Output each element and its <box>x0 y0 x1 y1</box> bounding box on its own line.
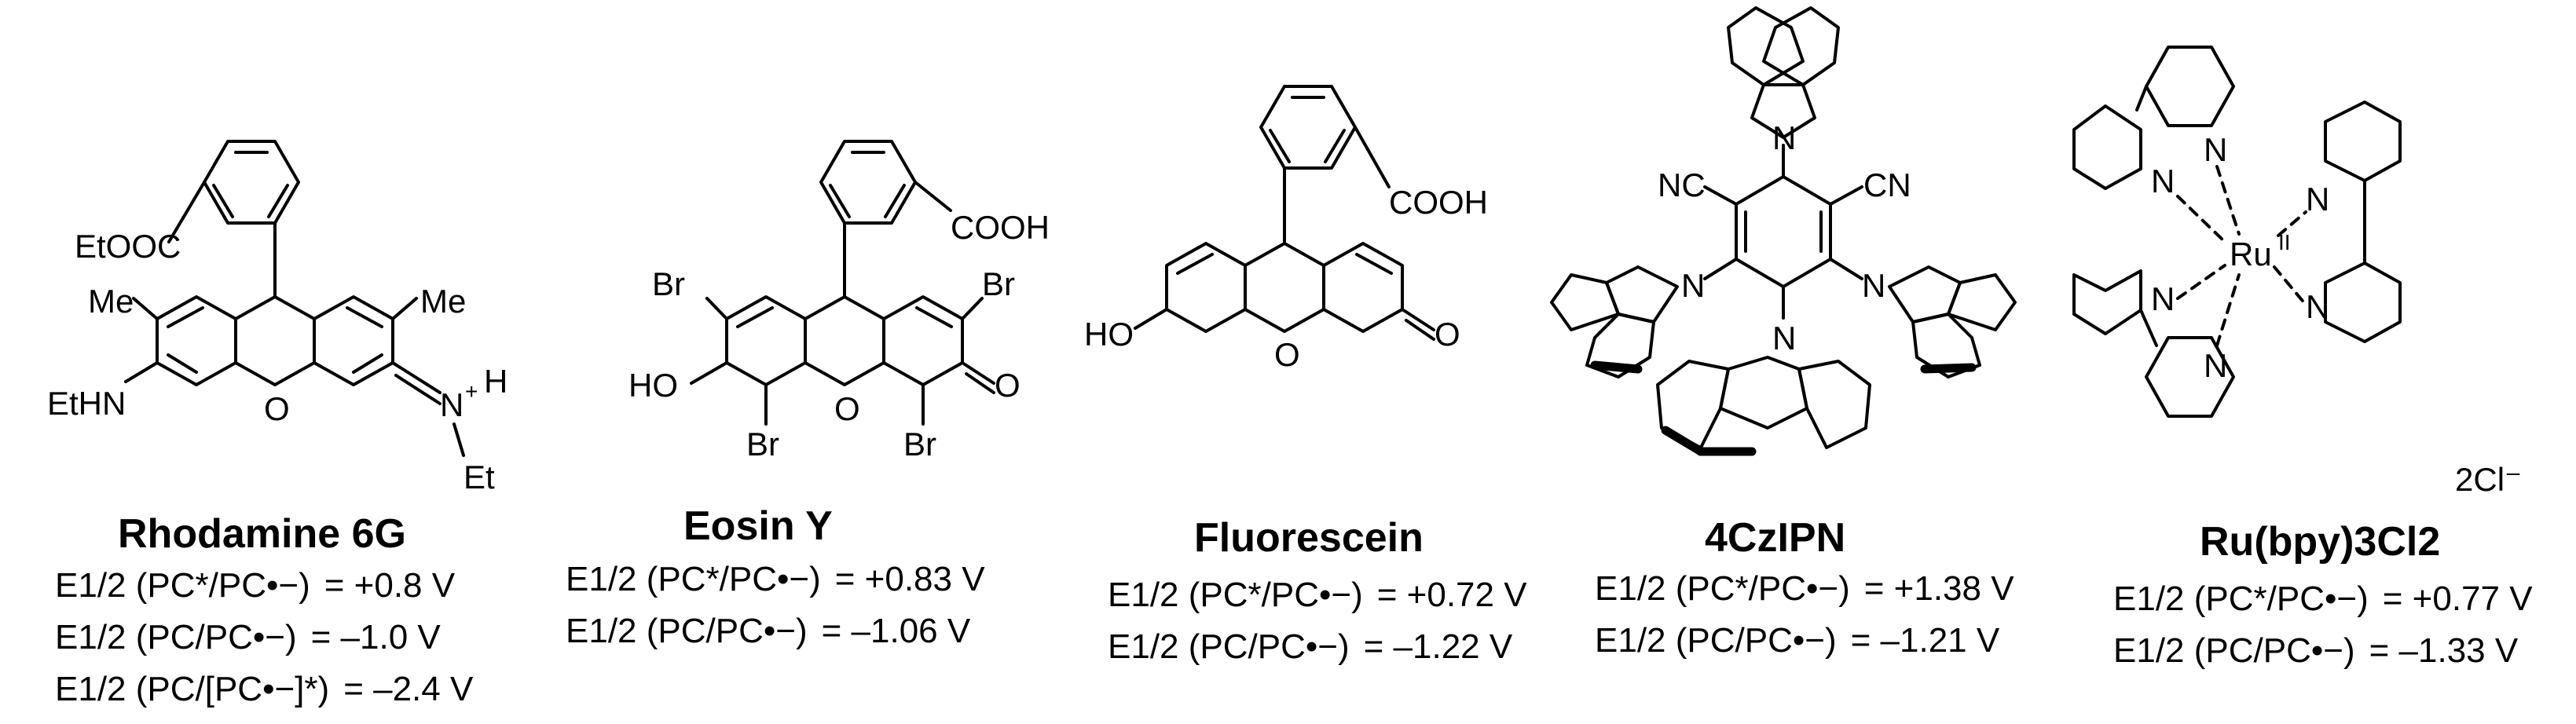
rhodamine-iminium-n: N <box>440 386 464 423</box>
4czipn-nitrile-left: NC <box>1658 166 1706 203</box>
fluorescein-potential-1: E1/2 (PC*/PC•−)= +0.72 V <box>1108 576 1527 614</box>
ru-metal-label: Ru <box>2230 236 2272 272</box>
rhodamine-potential-2: E1/2 (PC/PC•−)= –1.0 V <box>55 618 441 656</box>
rhodamine-6g-structure: EtOOC Me Me EtHN O N + H Et <box>47 140 508 495</box>
eosin-br-3: Br <box>746 426 779 463</box>
ru-n-2: N <box>2151 163 2175 199</box>
rhodamine-charge: + <box>465 379 478 404</box>
4czipn-n-right: N <box>1862 267 1885 304</box>
rhodamine-methyl-right: Me <box>420 283 466 320</box>
rhodamine-6g-name: Rhodamine 6G <box>118 511 406 557</box>
ru-bpy-name: Ru(bpy)3Cl2 <box>2200 519 2441 565</box>
eosin-ketone-o: O <box>995 367 1021 404</box>
4czipn-nitrile-right: CN <box>1863 166 1911 203</box>
fluorescein-potential-2: E1/2 (PC/PC•−)= –1.22 V <box>1108 627 1513 666</box>
4czipn-potential-1: E1/2 (PC*/PC•−)= +1.38 V <box>1595 569 2014 608</box>
4czipn-potential-2: E1/2 (PC/PC•−)= –1.21 V <box>1595 621 2000 660</box>
ru-bpy-structure: N N N N N N Ru II 2Cl⁻ <box>2072 46 2522 498</box>
fluorescein-structure: COOH HO O O <box>1084 85 1488 373</box>
rhodamine-ethyl-label: Et <box>464 459 495 495</box>
fluorescein-name: Fluorescein <box>1194 515 1424 561</box>
eosin-br-1: Br <box>652 265 685 302</box>
rhodamine-ester-label: EtOOC <box>75 228 181 265</box>
rhodamine-oxygen: O <box>264 390 290 427</box>
eosin-acid-label: COOH <box>951 209 1050 246</box>
ru-potential-1: E1/2 (PC*/PC•−)= +0.77 V <box>2113 580 2533 618</box>
eosin-hydroxy-label: HO <box>628 367 678 404</box>
ru-n-6: N <box>2306 288 2329 325</box>
ru-n-5: N <box>2306 181 2329 218</box>
4czipn-structure: N NC CN N N N <box>1550 6 2017 456</box>
rhodamine-potential-1: E1/2 (PC*/PC•−)= +0.8 V <box>55 566 456 605</box>
eosin-br-2: Br <box>982 265 1015 302</box>
eosin-potential-2: E1/2 (PC/PC•−)= –1.06 V <box>566 612 971 650</box>
eosin-oxygen: O <box>834 390 860 427</box>
rhodamine-amine-label: EtHN <box>47 385 126 422</box>
4czipn-n-left: N <box>1681 267 1705 304</box>
ru-n-4: N <box>2204 347 2227 384</box>
ru-oxidation-state: II <box>2278 230 2291 254</box>
fluorescein-ketone-o: O <box>1435 316 1460 353</box>
ru-n-3: N <box>2151 280 2175 317</box>
rhodamine-methyl-left: Me <box>88 283 134 320</box>
fluorescein-oxygen: O <box>1274 336 1300 373</box>
4czipn-name: 4CzIPN <box>1705 515 1846 561</box>
ru-potential-2: E1/2 (PC/PC•−)= –1.33 V <box>2113 631 2519 670</box>
rhodamine-potential-3: E1/2 (PC/[PC•−]*)= –2.4 V <box>55 670 474 708</box>
rhodamine-h-label: H <box>484 363 508 400</box>
fluorescein-hydroxy-label: HO <box>1084 316 1134 353</box>
eosin-br-4: Br <box>903 426 936 463</box>
4czipn-n-bottom: N <box>1772 320 1796 357</box>
fluorescein-acid-label: COOH <box>1389 184 1488 221</box>
eosin-y-structure: COOH Br Br HO O O Br Br <box>628 140 1050 463</box>
ru-counterion: 2Cl⁻ <box>2455 461 2522 498</box>
eosin-y-name: Eosin Y <box>683 503 833 549</box>
eosin-potential-1: E1/2 (PC*/PC•−)= +0.83 V <box>566 560 985 598</box>
4czipn-n-top: N <box>1772 119 1796 156</box>
ru-n-1: N <box>2204 131 2227 168</box>
